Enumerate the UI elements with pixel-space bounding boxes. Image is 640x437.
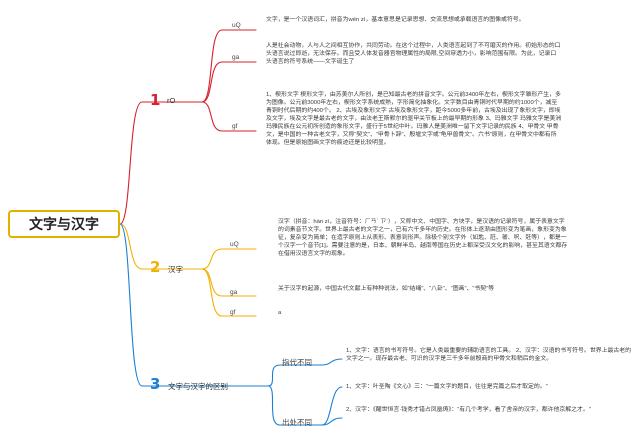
b2-child-text-ga: 关于汉字的起源，中国古代文献上有种种说法，如“结绳”、“八卦”、“图画”、“书契…: [278, 286, 494, 292]
branch-label-3[interactable]: 文字与汉字的区别: [168, 382, 228, 391]
b3-child2-item-1: 1、文字：叶圣陶《文心》三：“一篇文字的题目，往往是完篇之后才取定的。”: [346, 384, 548, 390]
b1-child-text-uq: 文字，是一个汉语词汇，拼音为wén zì，基本意思是记录思想、交流思想或承载语言…: [266, 17, 525, 23]
wire-b2-gf: [201, 268, 257, 317]
b1-child-text-ga: 人是社会动物，人与人之间相互协作，共同劳动。在这个过程中，人类语言起到了不可磨灭…: [266, 43, 561, 65]
wire-root-branch1: [119, 101, 143, 225]
wire-b1-uq: [201, 29, 257, 103]
branch-label-1[interactable]: rO: [167, 96, 176, 105]
root-topic[interactable]: 文字与汉字: [8, 210, 120, 238]
b3-child-label-1[interactable]: 指代不同: [282, 358, 312, 367]
branch-number-3: 3: [150, 375, 161, 393]
b3-child2-item-2: 2、汉字：《醒世恒言·钱秀才错占凤凰俦》：“有几个考学，看了舍亲的汉字，都许他京…: [346, 407, 591, 413]
b1-child-text-gf: 1、楔形文字 楔形文字，由苏美尔人所创，是已知最古老的拼音文字。公元前3400年…: [266, 92, 562, 146]
wire-b3-c1: [267, 364, 323, 387]
wire-b1-ga: [201, 61, 257, 103]
b1-child-label-gf[interactable]: gf: [232, 123, 238, 130]
wire-b3-c2: [267, 385, 323, 426]
branch-number-1: 1: [150, 91, 161, 109]
wire-b2-uq: [201, 248, 257, 270]
wire-b3-c2-item2: [321, 417, 343, 426]
wire-root-branch2: [119, 223, 143, 270]
wire-b1-gf: [201, 101, 257, 132]
b3-child-label-2[interactable]: 出处不同: [282, 418, 312, 427]
wire-b3-c1-item: [321, 358, 343, 366]
b3-child1-item-1: 1、文字：语言的书写符号。它是人类最重要的辅助语言的工具。 2、汉字：汉语的书写…: [346, 348, 632, 362]
b1-child-label-uq[interactable]: uQ: [232, 22, 241, 29]
b2-child-label-ga[interactable]: ga: [230, 289, 238, 296]
b2-child-text-uq: 汉字（拼音：hàn zì，注音符号：ㄏㄢˋ ㄗˋ），又称中文、中国字、方块字，是…: [278, 219, 568, 257]
branch-label-2[interactable]: 汉字: [168, 265, 183, 274]
b2-child-label-uq[interactable]: uQ: [230, 241, 239, 248]
branch-number-2: 2: [150, 258, 161, 276]
b2-child-label-gf[interactable]: gf: [230, 309, 236, 316]
wire-root-branch3: [119, 223, 143, 387]
b2-child-text-gf: a: [278, 310, 282, 316]
wire-b3-c2-item1: [321, 386, 343, 426]
b1-child-label-ga[interactable]: ga: [232, 54, 240, 61]
